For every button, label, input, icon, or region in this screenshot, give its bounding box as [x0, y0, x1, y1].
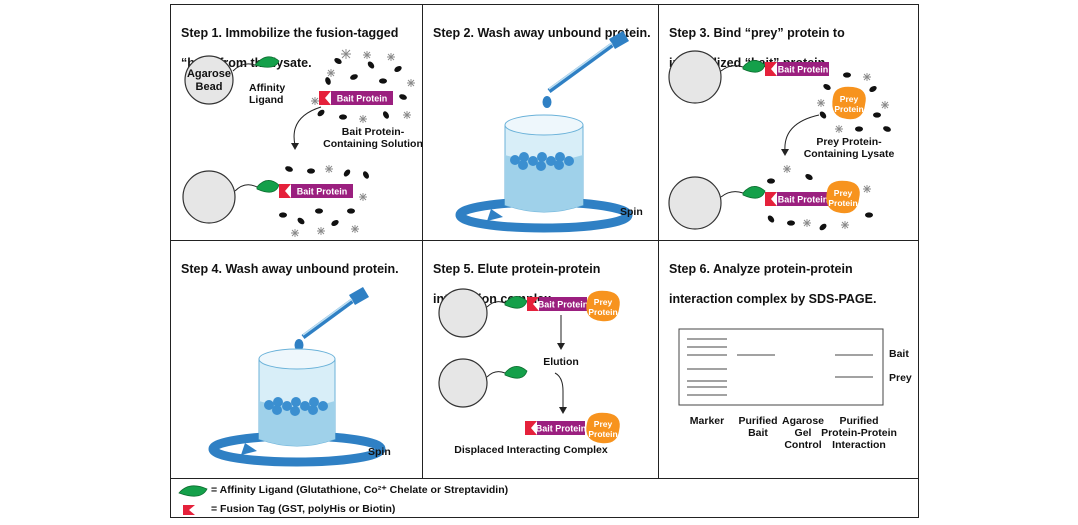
- pipette-icon: [301, 287, 369, 340]
- prey-protein-bound: Prey Protein: [586, 290, 620, 322]
- step4-illustration: Spin: [208, 287, 391, 467]
- agarose-bead-complex: [668, 176, 722, 230]
- step1-title-line1: Step 1. Immobilize the fusion-tagged: [181, 26, 399, 40]
- lane-agarose-label-3: Control: [784, 439, 821, 451]
- ligand-icon: [504, 296, 528, 309]
- bait-protein-label: Bait Protein: [536, 424, 587, 434]
- step4-panel: Step 4. Wash away unbound protein. Spin: [170, 240, 423, 479]
- prey-label-1: Prey: [840, 94, 859, 104]
- bait-protein-label: Bait Protein: [337, 94, 388, 104]
- lane-agarose-label-1: Agarose: [782, 415, 824, 427]
- step2-title: Step 2. Wash away unbound protein.: [433, 11, 651, 56]
- step6-title-line1: Step 6. Analyze protein-protein: [669, 262, 853, 276]
- bait-protein-label: Bait Protein: [538, 300, 589, 310]
- ligand-icon: [178, 485, 208, 497]
- bait-protein-label: Bait Protein: [778, 65, 829, 75]
- prey-label-1: Prey: [594, 297, 613, 307]
- legend-panel: = Affinity Ligand (Glutathione, Co²⁺ Che…: [170, 478, 919, 518]
- droplet-icon: [294, 339, 304, 351]
- agarose-bead: [668, 50, 722, 104]
- lane-marker-label: Marker: [690, 415, 724, 427]
- legend-ligand-text: = Affinity Ligand (Glutathione, Co²⁺ Che…: [211, 484, 509, 496]
- legend-icons: [178, 485, 208, 515]
- lane-purified-bait-label-2: Bait: [748, 427, 768, 439]
- ligand-icon: [504, 366, 528, 379]
- bait-protein-bound: Bait Protein: [279, 184, 353, 198]
- step6-illustration: Bait Prey Marker Purified Bait Agarose G…: [678, 328, 912, 451]
- fusion-tag-icon: [183, 505, 195, 515]
- step2-illustration: Spin: [455, 31, 643, 233]
- ligand-label: Ligand: [249, 94, 283, 106]
- prey-lysate-label-2: Containing Lysate: [804, 148, 895, 160]
- sds-page-gel: [678, 328, 884, 406]
- step3-title-line1: Step 3. Bind “prey” protein to: [669, 26, 845, 40]
- step3-illustration: Bait Protein Prey Protein Prey Protein- …: [668, 50, 895, 231]
- bait-solution-label-2: Containing Solution: [323, 138, 423, 150]
- agarose-bead-bound: [182, 170, 236, 224]
- ligand-icon: [256, 180, 280, 193]
- step3-arrow: [784, 114, 820, 152]
- ligand-icon: [254, 56, 280, 68]
- bait-protein-bound: Bait Protein: [527, 297, 588, 311]
- ligand-icon: [742, 60, 766, 73]
- lane-interaction-label-3: Interaction: [832, 439, 886, 451]
- bead-label: Bead: [196, 81, 223, 93]
- step1-arrow: [293, 106, 322, 146]
- prey-label-1: Prey: [594, 419, 613, 429]
- bait-solution-label-1: Bait Protein-: [342, 126, 405, 138]
- ligand-icon: [742, 186, 766, 199]
- bait-protein-solution: Bait Protein: [319, 91, 393, 105]
- prey-label-2: Protein: [828, 198, 857, 208]
- lane-interaction-label-2: Protein-Protein: [821, 427, 897, 439]
- step1-panel: Step 1. Immobilize the fusion-tagged “ba…: [170, 4, 423, 241]
- prey-label-2: Protein: [588, 429, 617, 439]
- lane-purified-bait-label-1: Purified: [738, 415, 777, 427]
- spin-label: Spin: [620, 206, 643, 218]
- step6-title: Step 6. Analyze protein-protein interact…: [669, 247, 876, 322]
- step5-title-line1: Step 5. Elute protein-protein: [433, 262, 601, 276]
- step6-panel: Step 6. Analyze protein-protein interact…: [658, 240, 919, 479]
- step6-title-line2: interaction complex by SDS-PAGE.: [669, 292, 877, 306]
- step2-title-line1: Step 2. Wash away unbound protein.: [433, 26, 651, 40]
- agarose-bead: [184, 55, 234, 105]
- prey-label-2: Protein: [834, 104, 863, 114]
- elution-label: Elution: [543, 356, 579, 368]
- step2-panel: Step 2. Wash away unbound protein. Spin: [422, 4, 659, 241]
- beaker-icon: [208, 348, 386, 467]
- prey-protein: Prey Protein: [832, 86, 866, 120]
- gel-bait-label: Bait: [889, 348, 909, 360]
- step4-title: Step 4. Wash away unbound protein.: [181, 247, 399, 292]
- affinity-label: Affinity: [249, 82, 285, 94]
- step5-illustration: Bait Protein Prey Protein Elution Bait P…: [438, 288, 620, 456]
- step3-panel: Step 3. Bind “prey” protein to immobiliz…: [658, 4, 919, 241]
- prey-label-2: Protein: [588, 307, 617, 317]
- bait-protein-label: Bait Protein: [297, 187, 348, 197]
- prey-protein-bound: Prey Protein: [826, 180, 860, 214]
- bait-protein-label: Bait Protein: [778, 195, 829, 205]
- prey-label-1: Prey: [834, 188, 853, 198]
- step5-panel: Step 5. Elute protein-protein interactio…: [422, 240, 659, 479]
- agarose-label: Agarose: [187, 68, 231, 80]
- step1-illustration: Agarose Bead Affinity Ligand Bait Protei…: [182, 49, 423, 237]
- bait-protein-bound: Bait Protein: [765, 62, 829, 76]
- gel-bands: [687, 338, 873, 396]
- legend-fusion-tag-text: = Fusion Tag (GST, polyHis or Biotin): [211, 503, 396, 515]
- beaker-icon: [455, 114, 633, 233]
- pipette-icon: [547, 31, 629, 94]
- spin-label: Spin: [368, 446, 391, 458]
- bait-protein-bound: Bait Protein: [765, 192, 829, 206]
- prey-lysate-label-1: Prey Protein-: [816, 136, 882, 148]
- displaced-complex-label: Displaced Interacting Complex: [454, 444, 608, 456]
- agarose-bead-complex: [438, 288, 488, 338]
- droplet-icon: [542, 96, 552, 108]
- step4-title-line1: Step 4. Wash away unbound protein.: [181, 262, 399, 276]
- lysate-stars: [311, 49, 415, 123]
- agarose-bead-empty: [438, 358, 488, 408]
- displaced-complex: Bait Protein Prey Protein: [525, 412, 620, 444]
- gel-prey-label: Prey: [889, 372, 912, 384]
- lane-agarose-label-2: Gel: [795, 427, 812, 439]
- lysate-particles: [317, 57, 407, 120]
- lane-interaction-label-1: Purified: [839, 415, 878, 427]
